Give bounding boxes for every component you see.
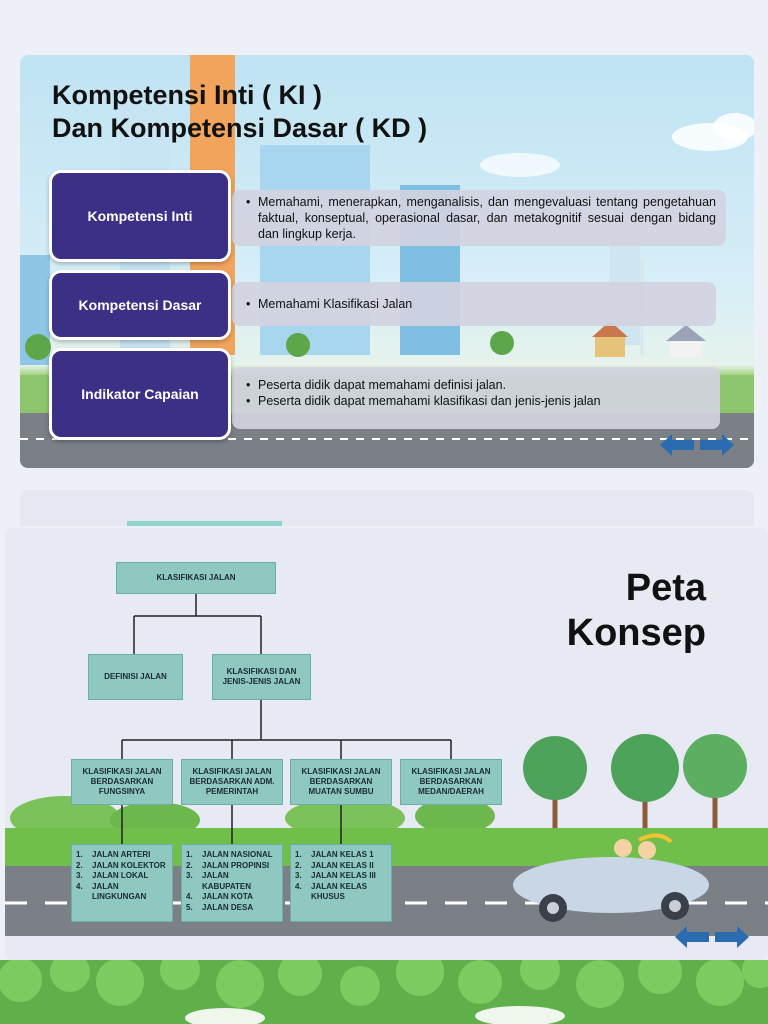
slide-peta-konsep: Peta Konsep KLASIFIKASI JALAN DEFINISI J… [5,528,768,960]
slide-navigation [675,926,749,948]
slide-navigation [660,434,734,456]
arrow-right-icon[interactable] [715,926,749,948]
slide-stub-tab [127,521,282,526]
peta-title-line1: Peta [625,567,706,609]
slide-stub [20,490,754,526]
list-fungsi: 1.JALAN ARTERI 2.JALAN KOLEKTOR 3.JALAN … [71,844,173,922]
kompetensi-inti-label[interactable]: Kompetensi Inti [49,170,231,262]
list-item: Peserta didik dapat memahami definisi ja… [246,377,710,393]
arrow-right-icon[interactable] [700,434,734,456]
list-item: Memahami, menerapkan, menganalisis, dan … [246,194,716,242]
kompetensi-dasar-text: Memahami Klasifikasi Jalan [232,282,716,326]
concept-map-connectors [121,594,452,844]
node-berdasarkan-fungsi: KLASIFIKASI JALAN BERDASARKAN FUNGSINYA [71,759,173,805]
list-item: 4.JALAN KELAS KHUSUS [295,881,368,902]
slide-title-line2: Dan Kompetensi Dasar ( KD ) [52,113,428,143]
list-item: Peserta didik dapat memahami klasifikasi… [246,393,710,409]
list-item: 3.JALAN KELAS III [295,871,376,880]
node-definisi-jalan: DEFINISI JALAN [88,654,183,700]
list-muatan-sumbu: 1.JALAN KELAS 1 2.JALAN KELAS II 3.JALAN… [290,844,392,922]
peta-title-line2: Konsep [566,612,706,654]
list-item: 4.JALAN LINGKUNGAN [76,881,147,902]
slide-kompetensi: Kompetensi Inti ( KI ) Dan Kompetensi Da… [20,55,754,468]
list-item: 4.JALAN KOTA [186,892,253,901]
list-item: 2.JALAN KOLEKTOR [76,860,166,870]
arrow-left-icon[interactable] [660,434,694,456]
node-klasifikasi-jalan: KLASIFIKASI JALAN [116,562,276,594]
kompetensi-inti-text: Memahami, menerapkan, menganalisis, dan … [232,190,726,246]
bushes-decoration [0,960,768,1024]
list-item: 2.JALAN PROPINSI [186,860,270,870]
indikator-capaian-text: Peserta didik dapat memahami definisi ja… [232,367,720,429]
list-item: Memahami Klasifikasi Jalan [246,296,706,312]
list-adm-pemerintah: 1.JALAN NASIONAL 2.JALAN PROPINSI 3.JALA… [181,844,283,922]
list-item: 1.JALAN ARTERI [76,850,151,859]
slide-title: Kompetensi Inti ( KI ) Dan Kompetensi Da… [52,79,427,145]
kompetensi-dasar-label[interactable]: Kompetensi Dasar [49,270,231,340]
list-item: 1.JALAN NASIONAL [186,850,273,859]
list-item: 3.JALAN KABUPATEN [186,871,252,891]
slide-title-line1: Kompetensi Inti ( KI ) [52,80,322,110]
node-berdasarkan-adm-pemerintah: KLASIFIKASI JALAN BERDASARKAN ADM. PEMER… [181,759,283,805]
list-item: 2.JALAN KELAS II [295,860,374,870]
list-item: 5.JALAN DESA [186,902,254,912]
list-item: 1.JALAN KELAS 1 [295,850,374,859]
node-berdasarkan-muatan-sumbu: KLASIFIKASI JALAN BERDASARKAN MUATAN SUM… [290,759,392,805]
indikator-capaian-label[interactable]: Indikator Capaian [49,348,231,440]
peta-konsep-title: Peta Konsep [567,566,706,656]
node-berdasarkan-medan-daerah: KLASIFIKASI JALAN BERDASARKAN MEDAN/DAER… [400,759,502,805]
arrow-left-icon[interactable] [675,926,709,948]
list-item: 3.JALAN LOKAL [76,871,149,880]
node-klasifikasi-dan-jenis: KLASIFIKASI DAN JENIS-JENIS JALAN [212,654,311,700]
